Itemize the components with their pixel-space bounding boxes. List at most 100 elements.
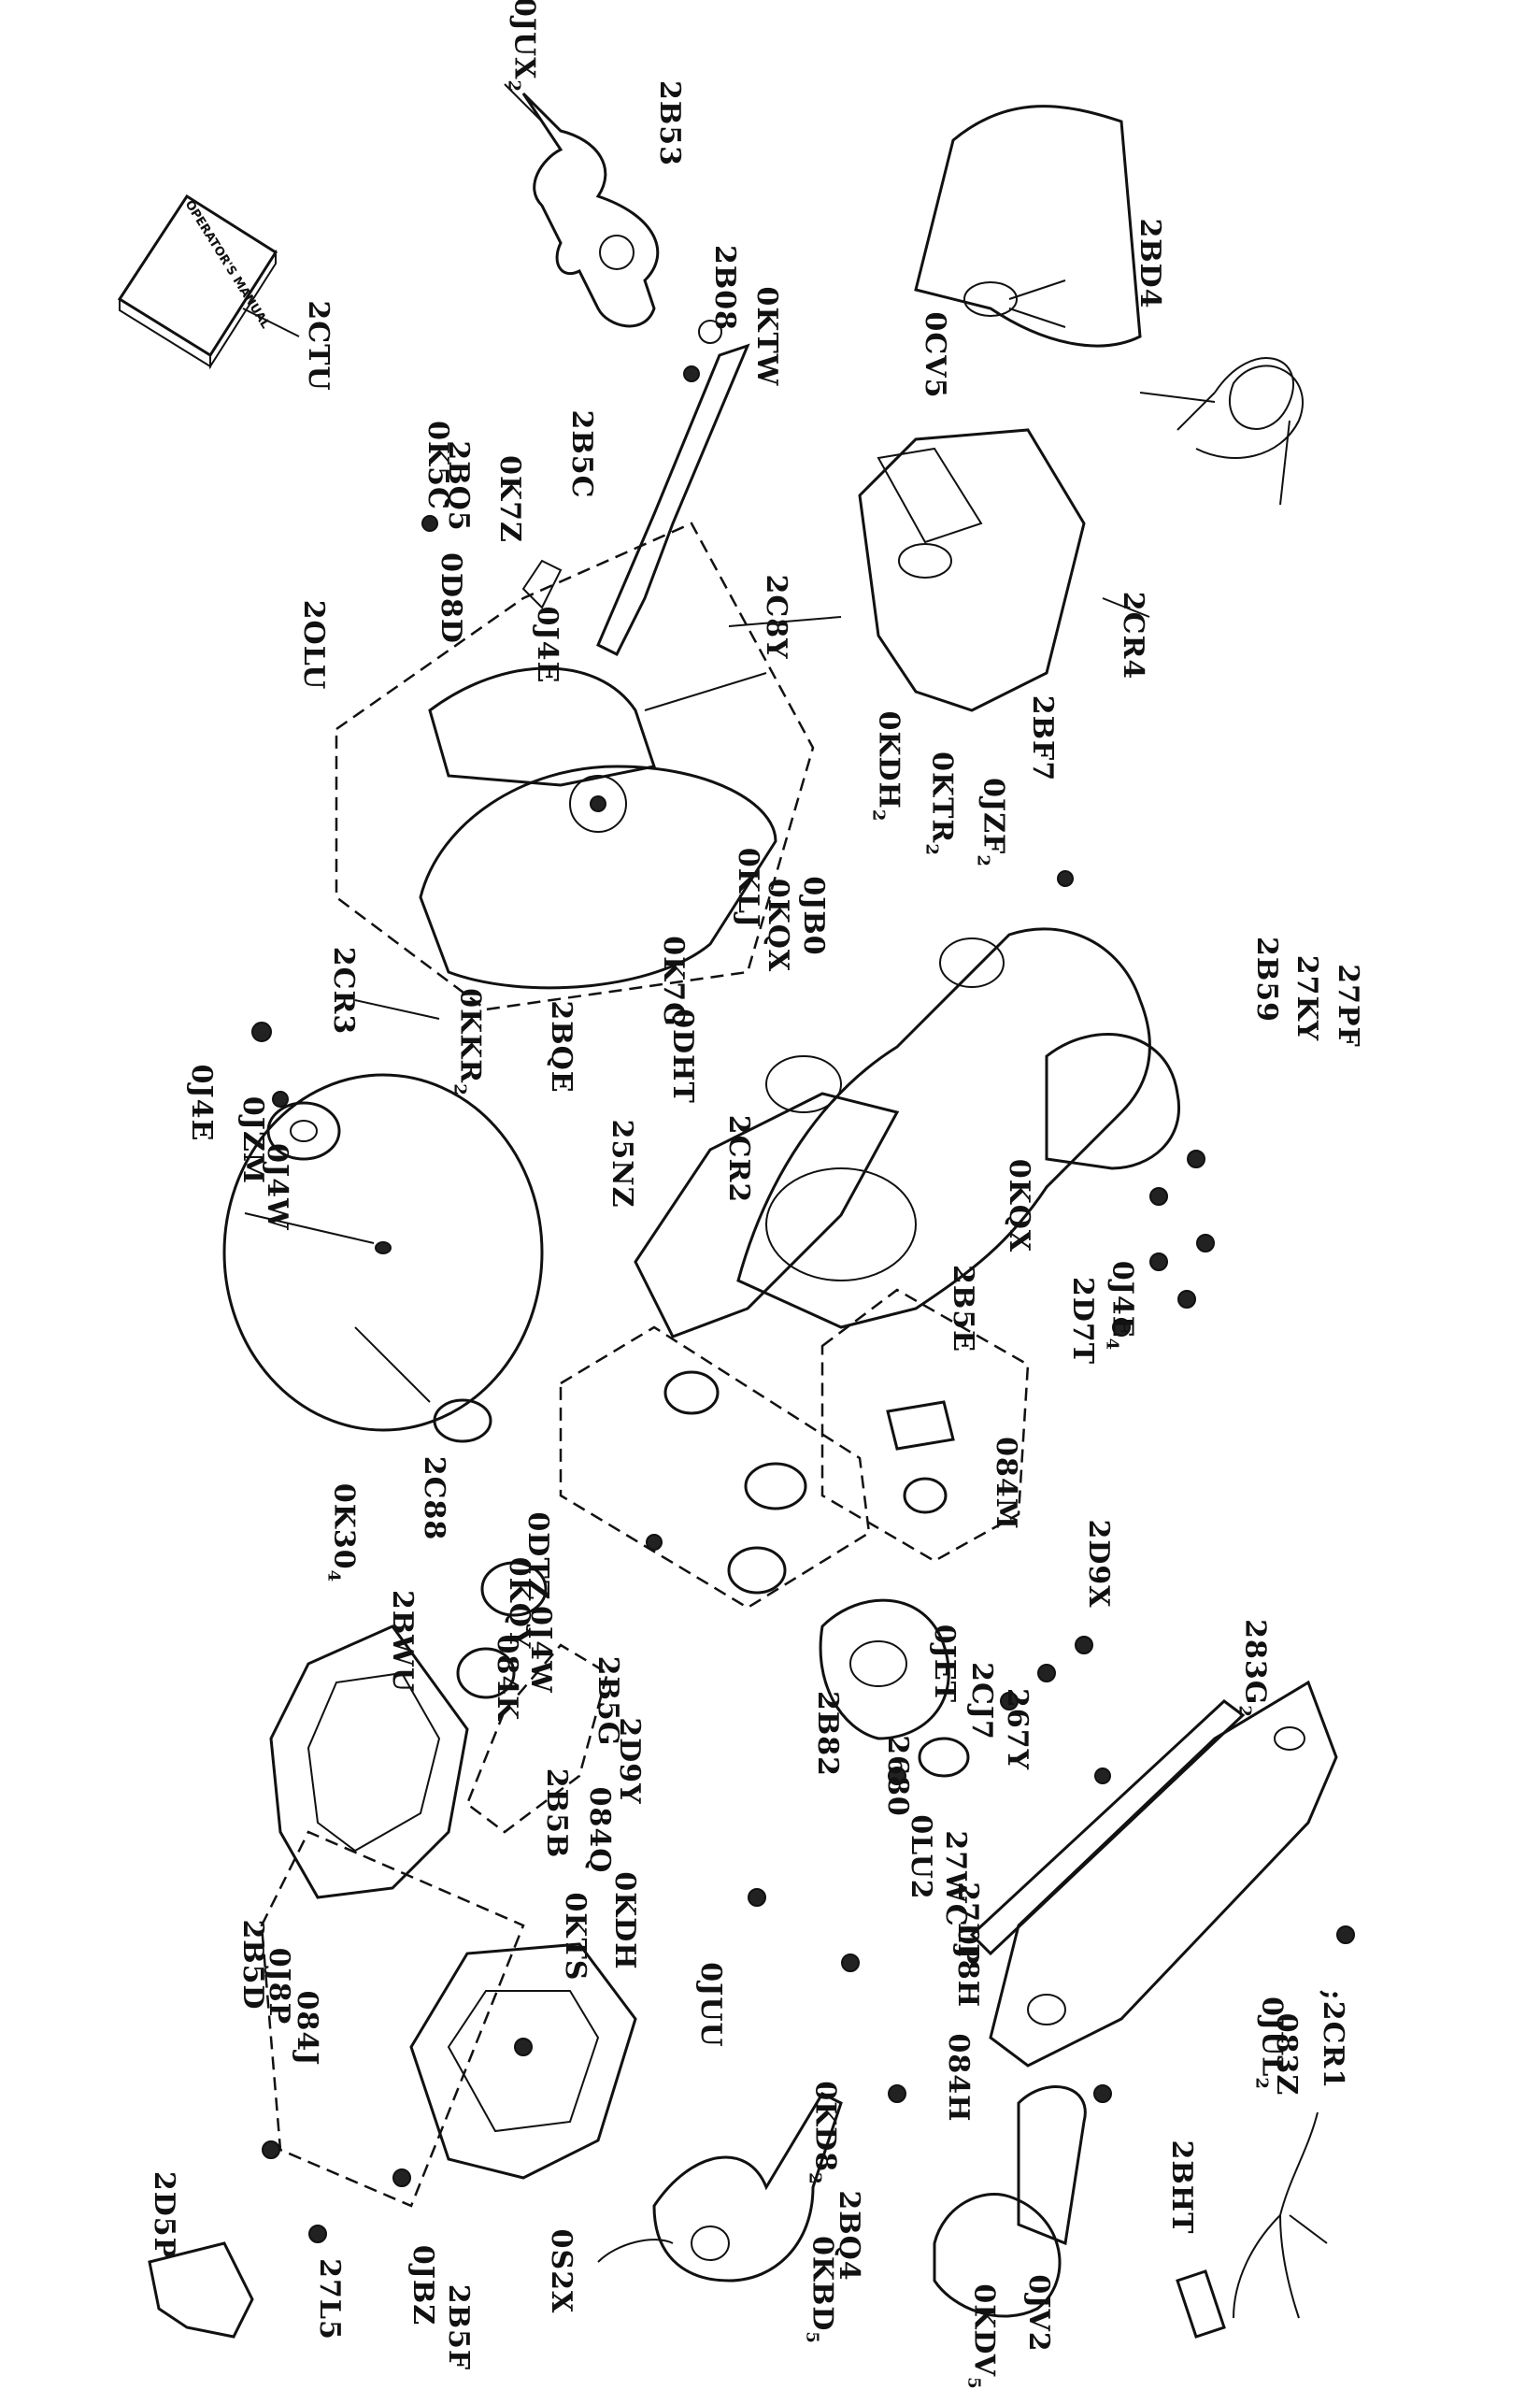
part-label-id: 0KTR [925, 751, 959, 844]
part-label-id: 2B5C [565, 409, 598, 499]
part-label-id: 0S2X [545, 2228, 578, 2314]
sleeve-part [1176, 2269, 1226, 2339]
inner-flange-part [433, 1398, 492, 1443]
part-label-id: ;2CR1 [1317, 1989, 1349, 2090]
part-label-id: 2CR3 [327, 946, 360, 1036]
part-label: 0J4W [524, 1606, 557, 1694]
part-label-id: 0K30 [327, 1482, 361, 1570]
part-label-id: 27L5 [313, 2258, 346, 2340]
part-label-id: 2680 [881, 1735, 914, 1817]
part-label: 0KLJ [732, 848, 764, 928]
part-label-id: 0JZF [977, 778, 1010, 855]
part-label-id: 2B5F [442, 2283, 475, 2371]
part-label: 27L5 [313, 2258, 346, 2340]
part-label-id: 2D9X [1082, 1519, 1115, 1609]
gear-housing-part [819, 1598, 970, 1778]
part-label: 2B59 [1250, 937, 1283, 1023]
part-label-id: 0KTW [750, 286, 783, 387]
part-label-subscript: 2 [921, 843, 942, 856]
upper-guard-part [335, 522, 815, 1011]
part-label: 2D9Y [613, 1717, 646, 1804]
part-label-id: 0JB0 [797, 876, 830, 956]
handle-2b5g-part [269, 1624, 469, 1899]
part-label-id: 2B82 [811, 1691, 844, 1777]
part-label-id: 084J [291, 1990, 323, 2067]
part-label: 2BQ4 [833, 2190, 865, 2281]
part-label: 0KDH [608, 1871, 641, 1970]
fasteners [251, 365, 1355, 2243]
part-label-id: 27PF [1332, 964, 1364, 1048]
part-label-id: 2B59 [1250, 937, 1283, 1023]
part-label-subscript: 4 [323, 1569, 344, 1583]
part-label: 0KTR2 [921, 751, 959, 856]
part-label-subscript: 2 [805, 2172, 825, 2185]
part-label-id: 2BQ5 [442, 440, 475, 532]
part-label: 2D9X [1082, 1519, 1115, 1609]
part-label-subscript: 2 [449, 1083, 470, 1096]
part-label: 0KQX [1003, 1158, 1035, 1253]
part-label-subscript: 2 [1234, 1705, 1255, 1718]
handle-lever-part [504, 83, 660, 328]
part-label-id: 267Y [1001, 1687, 1034, 1771]
part-label-id: 0J8H [951, 1925, 984, 2009]
part-label-id: 0KDH [608, 1871, 641, 1970]
part-label-id: 0KDV [967, 2283, 1001, 2378]
part-label: 2BQ5 [442, 440, 475, 532]
part-label-id: 0DHT [666, 1009, 699, 1104]
part-label-id: 2CTU [302, 300, 335, 392]
part-label: 2B5E [947, 1265, 979, 1352]
flange-part [266, 1101, 341, 1161]
part-label-id: 2BQE [545, 1000, 578, 1094]
part-label: 0KBD5 [803, 2236, 839, 2344]
part-label: 0KDV5 [964, 2283, 1001, 2389]
part-label: 2BD4 [1134, 218, 1166, 308]
part-label-id: 0JUX [507, 0, 541, 80]
part-label: 2B5C [565, 409, 598, 499]
part-label: 0DHT [666, 1009, 699, 1104]
part-label-id: 2B08 [708, 245, 741, 331]
part-label-id: 2CR2 [722, 1114, 755, 1204]
part-label: 0J8P [263, 1948, 295, 2025]
part-label-id: 2B5E [947, 1265, 979, 1352]
part-label: 2BQE [545, 1000, 578, 1094]
part-label: 0K304 [323, 1482, 361, 1583]
part-label-id: 084H [942, 2033, 975, 2123]
part-label: 0JUU [694, 1962, 727, 2048]
part-label: 2CR4 [1117, 592, 1149, 680]
part-label: 27PF [1332, 964, 1364, 1048]
link-arm-part [521, 320, 750, 657]
saw-blade-part [222, 1073, 544, 1432]
part-label: 2B08 [708, 245, 741, 331]
lower-guard-part [634, 1055, 900, 1338]
part-label-id: 2BF7 [1026, 694, 1059, 782]
part-label-subscript: 4 [1102, 1338, 1122, 1352]
part-label-id: 0KKR [453, 988, 487, 1084]
part-label: 2CR2 [722, 1114, 755, 1204]
part-label: 2B82 [811, 1691, 844, 1777]
part-label: 2C8Y [760, 574, 792, 659]
part-label: 2BHT [1165, 2140, 1198, 2235]
bracket-27l5-part [148, 2241, 254, 2339]
part-label: 0JUX2 [505, 0, 541, 93]
part-label-id: 0J4E [531, 606, 563, 684]
base-handle-zone [260, 1830, 637, 2208]
part-label-id: 0JV2 [1022, 2274, 1055, 2353]
part-label-subscript: 2 [868, 809, 889, 823]
part-label-id: 0KD8 [808, 2081, 842, 2173]
part-label-id: 27KY [1290, 954, 1323, 1042]
part-label: ;2CR1 [1317, 1989, 1349, 2090]
part-label: 0J4E [185, 1065, 218, 1142]
part-label: 2D7T [1066, 1277, 1099, 1365]
part-label-id: 0KQX [1003, 1158, 1035, 1253]
part-label-id: 0KTS [559, 1892, 592, 1982]
part-label: 0KTS [559, 1892, 592, 1982]
part-label-id: 084K [491, 1634, 523, 1722]
handle-half-2bq5-part [933, 2085, 1087, 2318]
part-label: 0KDH2 [868, 711, 905, 823]
part-label-id: 0KQX [762, 878, 794, 973]
part-label: 0KTW [750, 286, 783, 387]
part-label-id: 2C88 [418, 1455, 450, 1541]
part-label-id: 0JUU [694, 1962, 727, 2048]
belt-cover-part [989, 1680, 1338, 2068]
